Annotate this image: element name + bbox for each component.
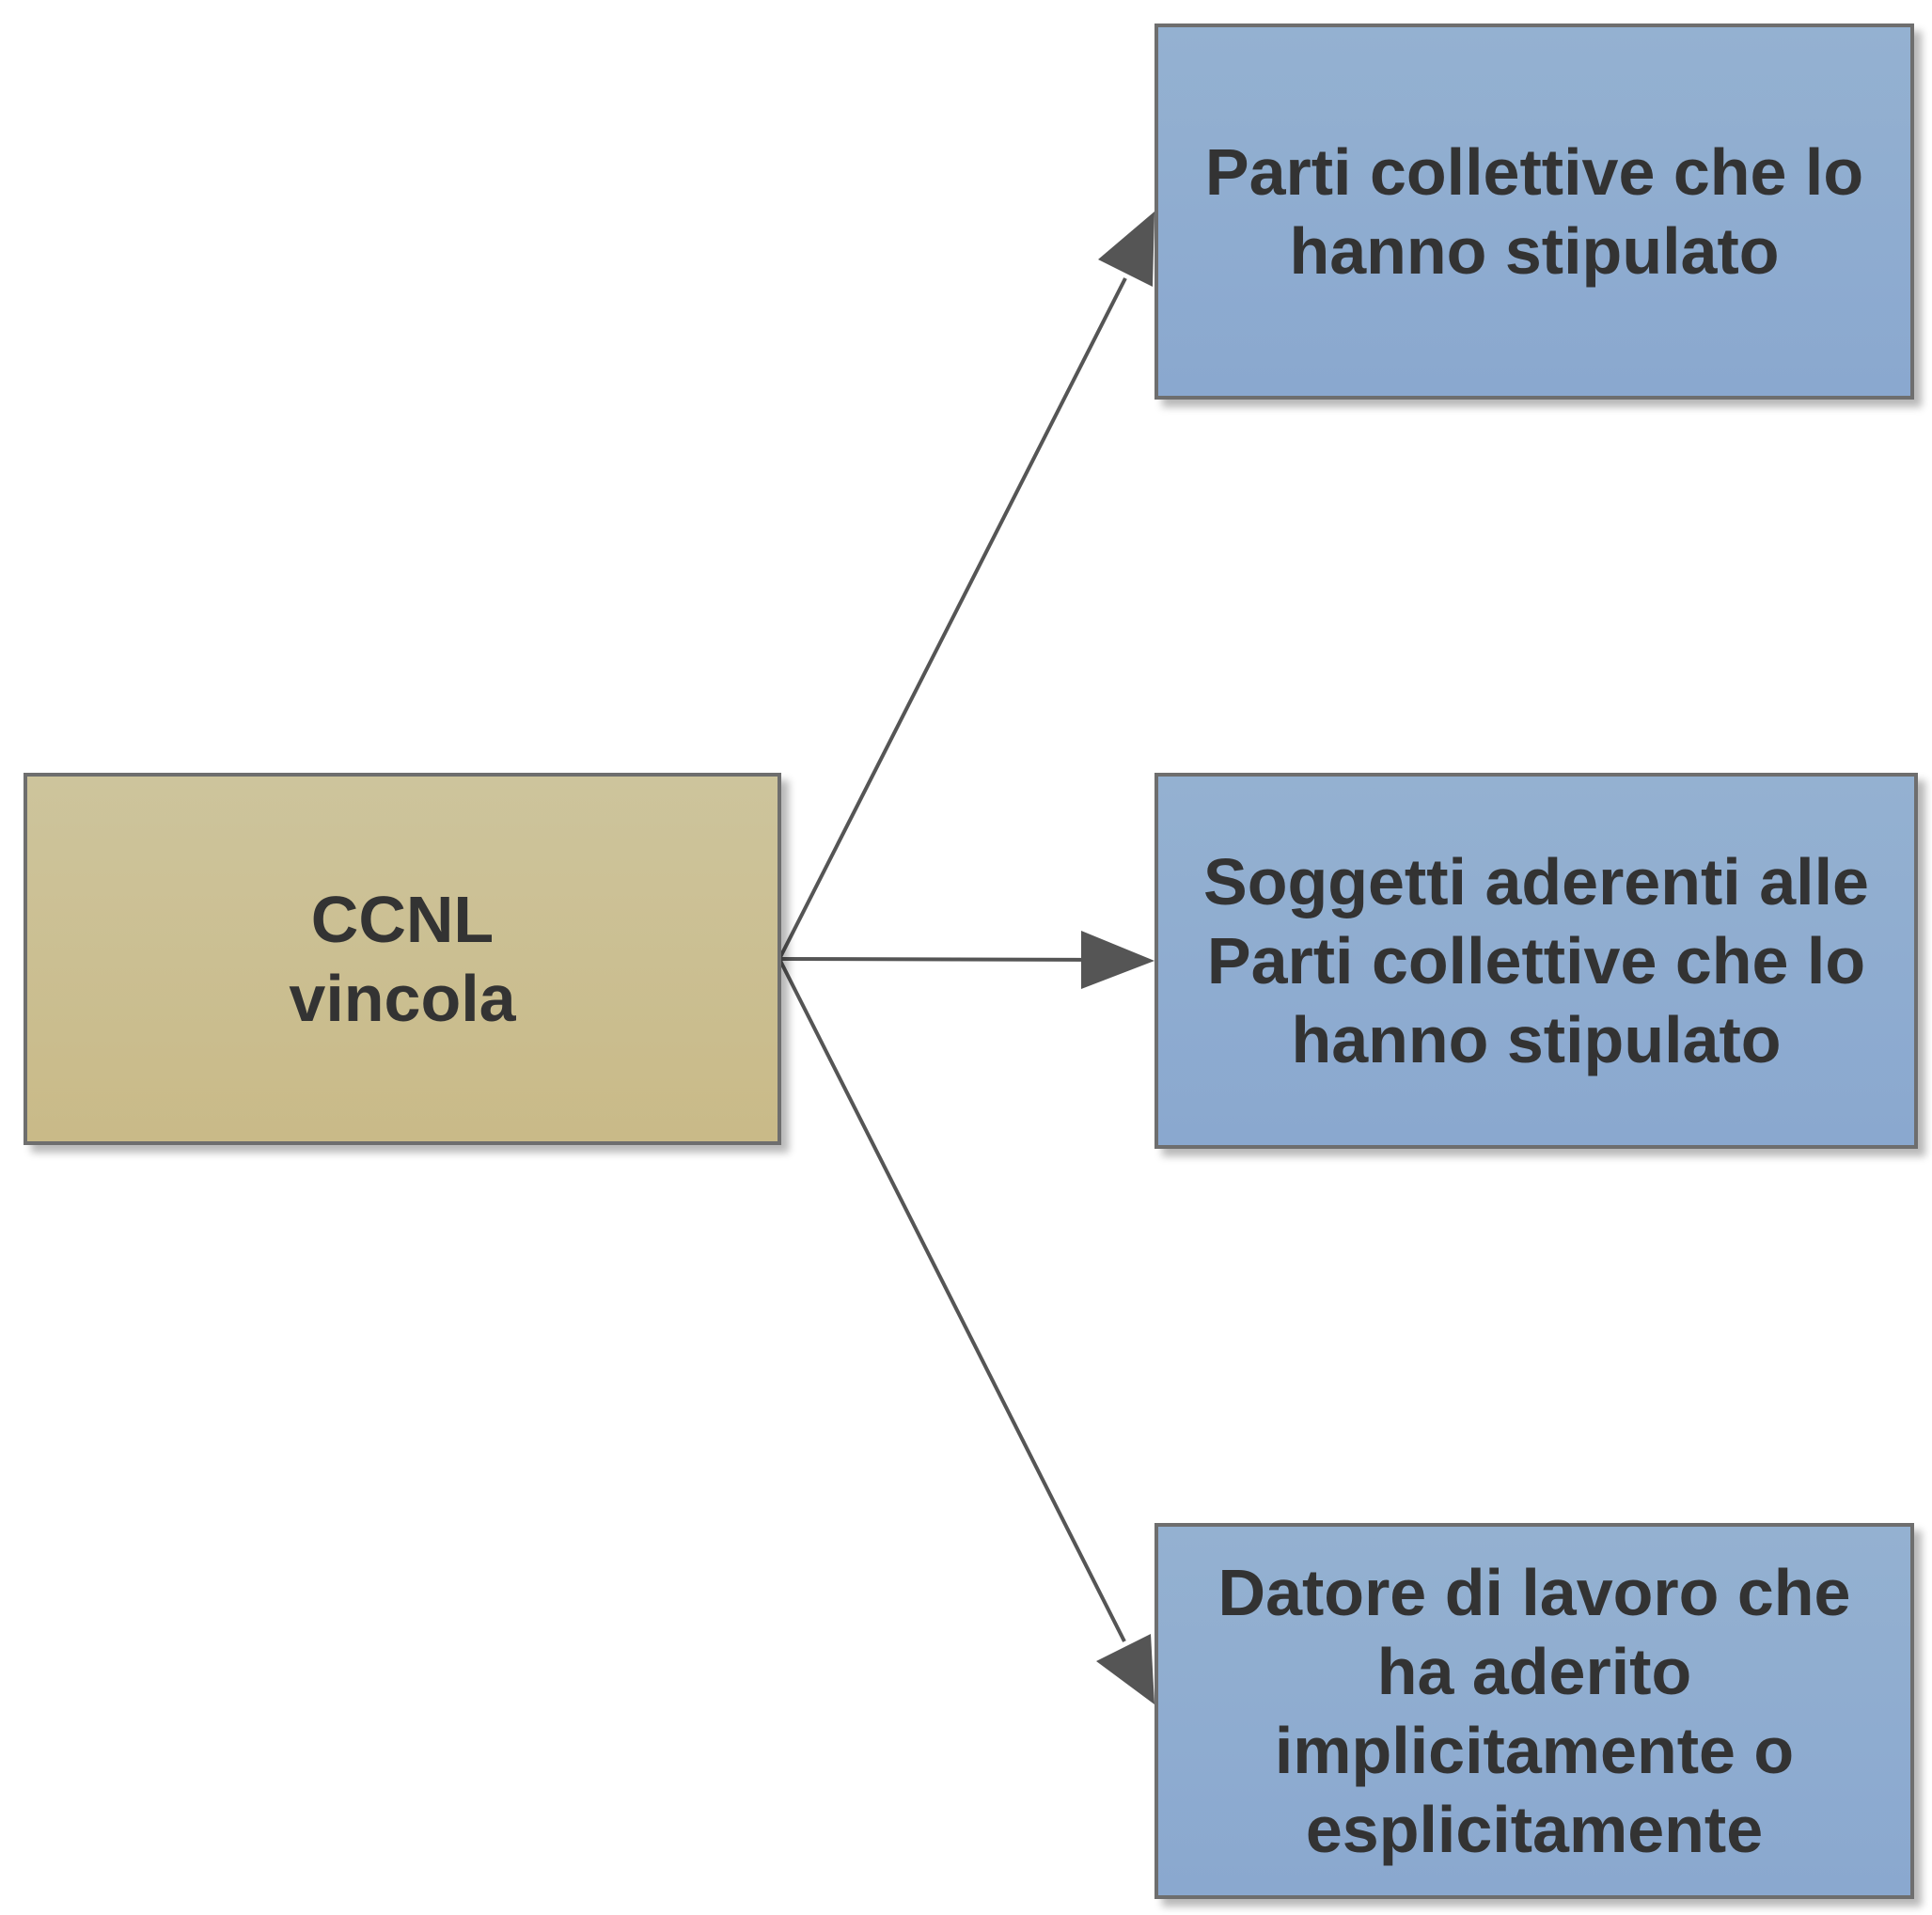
arrow-ccnl-to-soggetti-aderenti	[778, 931, 1154, 989]
target-box-parti-collettive: Parti collettive che lo hanno stipulato	[1154, 24, 1914, 400]
arrow-ccnl-to-parti-collettive	[778, 212, 1154, 960]
ccnl-source-box: CCNL vincola	[24, 773, 781, 1145]
arrowhead-icon	[1098, 212, 1154, 287]
ccnl-source-label: CCNL vincola	[289, 883, 516, 1035]
arrow-line	[778, 957, 1097, 962]
target-label-parti-collettive: Parti collettive che lo hanno stipulato	[1204, 135, 1864, 288]
arrowhead-icon	[1081, 931, 1154, 989]
arrow-line	[778, 277, 1127, 960]
target-box-datore-lavoro: Datore di lavoro che ha aderito implicit…	[1154, 1523, 1914, 1899]
target-box-soggetti-aderenti: Soggetti aderenti alle Parti collettive …	[1154, 773, 1918, 1149]
target-label-soggetti-aderenti: Soggetti aderenti alle Parti collettive …	[1203, 845, 1869, 1076]
arrow-ccnl-to-datore-lavoro	[778, 958, 1154, 1704]
arrow-line	[778, 958, 1126, 1642]
target-label-datore-lavoro: Datore di lavoro che ha aderito implicit…	[1217, 1556, 1851, 1866]
arrowhead-icon	[1096, 1634, 1154, 1704]
